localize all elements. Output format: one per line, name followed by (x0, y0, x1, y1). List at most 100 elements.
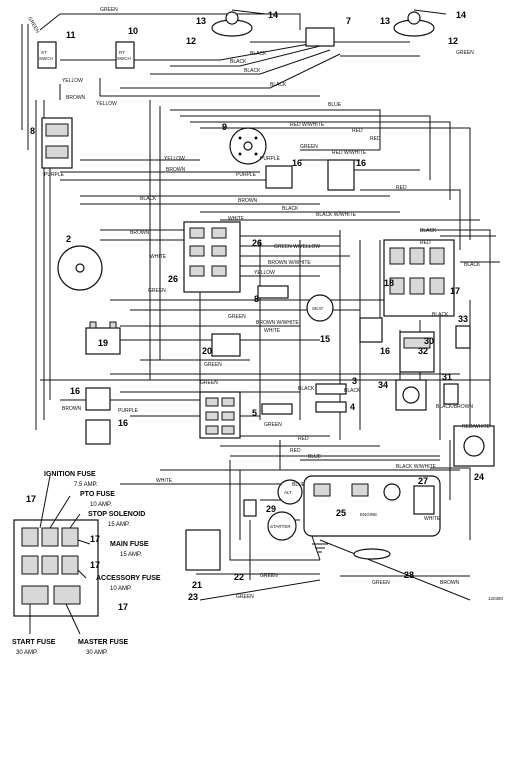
fuse-panel (13, 475, 99, 635)
callout-13: 13 (196, 16, 206, 26)
module-29 (243, 499, 257, 517)
callout-7: 7 (346, 16, 351, 26)
fuse-main-name: MAIN FUSE (110, 541, 149, 548)
fuse-stop-name: STOP SOLENOID (88, 511, 145, 518)
wire-label-yellow: YELLOW (62, 78, 83, 84)
wire-label-brown: BROWN (166, 167, 186, 173)
fuse-ignition-rating: 7.5 AMP. (74, 482, 98, 488)
wire-label-red: RED (298, 436, 309, 442)
connector-center (199, 391, 241, 439)
wire-label-green-yellow: GREEN W/YELLOW (274, 244, 320, 250)
callout-18: 18 (384, 278, 394, 288)
callout-31: 31 (442, 372, 452, 382)
wire-label-black: BLACK (244, 68, 261, 74)
callout-21: 21 (192, 580, 202, 590)
battery-21 (185, 529, 221, 571)
callout-17: 17 (450, 286, 460, 296)
relay-16-e (85, 419, 111, 445)
wire-label-black: BLACK (420, 228, 437, 234)
fuse-ignition-name: IGNITION FUSE (44, 471, 96, 478)
wire-label-green: GREEN (372, 580, 390, 586)
module-20 (211, 333, 241, 357)
wire-label-red-white: RED W/WHITE (290, 122, 325, 128)
relay-16-a (265, 165, 293, 189)
alternator: ALT. (277, 479, 303, 505)
fuse-stop-rating: 15 AMP. (108, 522, 130, 528)
wire-label-red-white: RED W/WHITE (332, 150, 367, 156)
module-5 (261, 403, 293, 415)
callout-16: 16 (356, 158, 366, 168)
battery-19 (85, 321, 121, 355)
wire-label-purple: PURPLE (118, 408, 139, 414)
relay-16-b (327, 159, 355, 191)
callout-25: 25 (336, 508, 346, 518)
wire-label-brown: BROWN (130, 230, 150, 236)
wire-label-black: BLACK (140, 196, 157, 202)
callout-4: 4 (350, 402, 355, 412)
wire-label-green: GREEN (260, 573, 278, 579)
wire-label-black-white: BLACK W/WHITE (316, 212, 357, 218)
pto-clutch-24 (453, 425, 495, 467)
wire-harness (21, 13, 500, 601)
callout-12: 12 (448, 36, 458, 46)
callout-15: 15 (320, 334, 330, 344)
callout-12: 12 (186, 36, 196, 46)
relay-block-18 (383, 239, 455, 317)
wire-label-black: BLACK (298, 386, 315, 392)
wire-label-white: WHITE (424, 516, 441, 522)
wire-label-yellow: YELLOW (96, 101, 117, 107)
alt-label: ALT. (284, 490, 293, 495)
module-30 (399, 331, 435, 373)
wire-label-green: GREEN (228, 314, 246, 320)
wire-label-brown: BROWN (66, 95, 86, 101)
callout-11: 11 (66, 30, 76, 40)
wire-label-brown-white: BROWN W/WHITE (256, 320, 299, 326)
callout-3: 3 (352, 376, 357, 386)
wire-label-purple: PURPLE (44, 172, 65, 178)
fuel-solenoid-27 (383, 483, 435, 515)
callout-5: 5 (252, 408, 257, 418)
relay-16-c (359, 317, 383, 343)
svg-text:RT: RT (119, 50, 125, 55)
callout-2: 2 (66, 234, 71, 244)
callout-22: 22 (234, 572, 244, 582)
headlight-left (211, 9, 267, 37)
callout-24: 24 (474, 472, 484, 482)
module-4 (315, 401, 347, 413)
junction-7 (305, 27, 335, 47)
svg-text:SWCH: SWCH (117, 56, 131, 61)
relay-10: RT SWCH (115, 41, 135, 69)
wire-label-blue: BLUE (292, 482, 306, 488)
switch-31 (443, 383, 459, 405)
wire-label-green: GREEN (300, 144, 318, 150)
wire-label-green: GREEN (204, 362, 222, 368)
callout-8: 8 (30, 126, 35, 136)
wire-label-blue: BLUE (328, 102, 342, 108)
ground-symbol (312, 543, 328, 553)
callout-14: 14 (268, 10, 278, 20)
fuse-start-rating: 30 AMP. (16, 650, 38, 656)
ignition-switch-9 (229, 127, 267, 165)
wire-label-purple: PURPLE (260, 156, 281, 162)
callout-28: 28 (404, 570, 414, 580)
wire-label-brown: BROWN (62, 406, 82, 412)
wire-label-brown: BROWN (238, 198, 258, 204)
callout-17: 17 (90, 534, 100, 544)
svg-text:ST: ST (41, 50, 47, 55)
figure-id: 120380 (488, 596, 504, 601)
wire-label-black: BLACK (432, 312, 449, 318)
wire-label-black: BLACK (250, 51, 267, 57)
callout-16: 16 (70, 386, 80, 396)
svg-text:SWCH: SWCH (39, 56, 53, 61)
wire-label-yellow: YELLOW (164, 156, 185, 162)
callout-33: 33 (458, 314, 468, 324)
callout-34: 34 (378, 380, 388, 390)
headlight-right (393, 9, 447, 37)
callout-26: 26 (168, 274, 178, 284)
switch-34 (395, 379, 427, 411)
seat-switch-15: SEAT (306, 294, 334, 322)
connector-26 (183, 221, 241, 293)
wire-label-green: GREEN (456, 50, 474, 56)
wire-label-black: BLACK (230, 59, 247, 65)
